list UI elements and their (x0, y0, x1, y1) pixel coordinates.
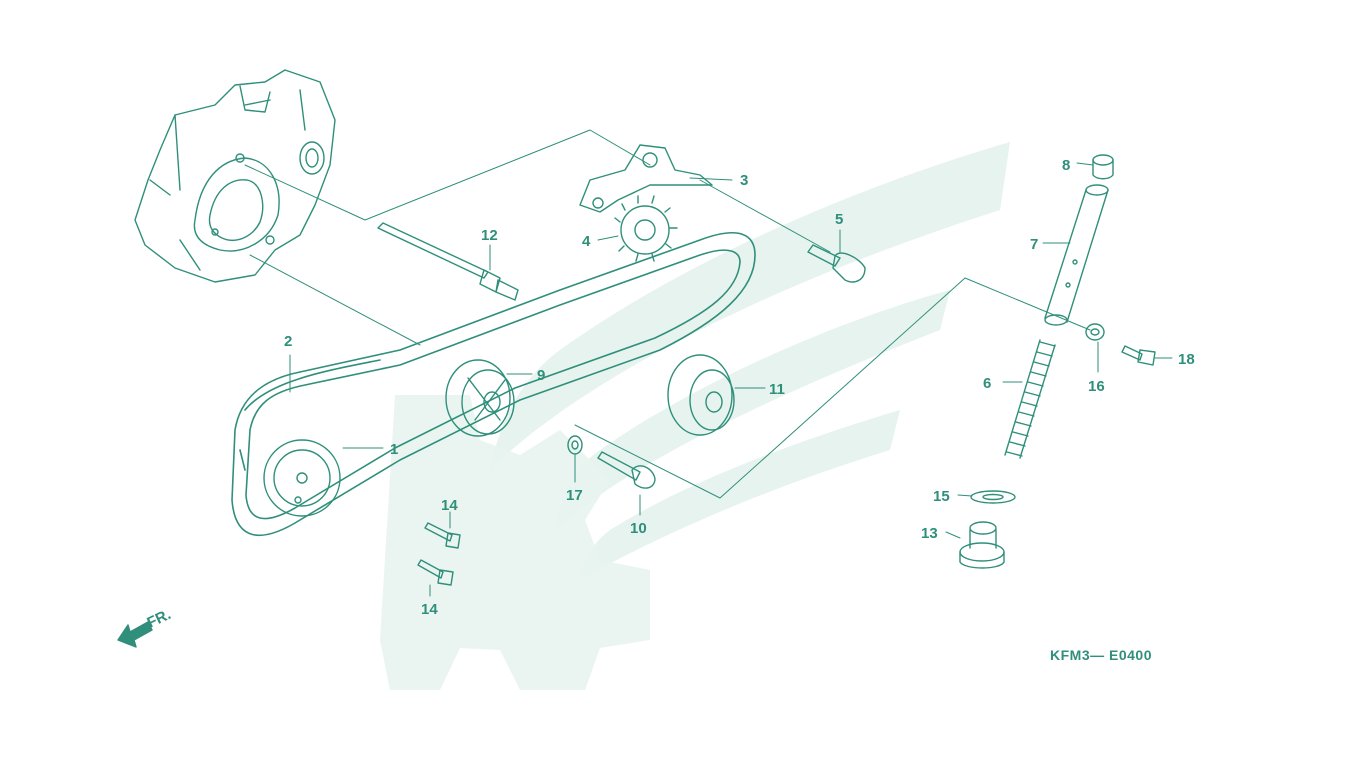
part-6-spring (1004, 339, 1056, 459)
callout-7: 7 (1030, 236, 1038, 253)
part-3-tensioner-arm (579, 144, 713, 213)
callout-12: 12 (481, 227, 498, 244)
part-4-sprocket (614, 195, 678, 262)
callout-11: 11 (769, 381, 785, 398)
callout-labels: 1 2 3 4 5 6 7 8 9 10 11 12 13 14 14 15 1… (145, 157, 1195, 663)
callout-15: 15 (933, 488, 950, 505)
part-2-cam-chain (231, 231, 756, 536)
callout-3: 3 (740, 172, 748, 189)
callout-5: 5 (835, 211, 843, 228)
callout-16: 16 (1088, 378, 1105, 395)
part-9-cam-sprocket (445, 359, 515, 437)
part-16-washer (1085, 323, 1105, 341)
exploded-view (117, 69, 1173, 648)
part-10-bolt (597, 451, 656, 489)
part-11-guide-roller (667, 354, 735, 436)
part-14-bolt-upper (424, 522, 461, 549)
diagram-code: KFM3— E0400 (1050, 647, 1152, 663)
callout-1: 1 (390, 441, 398, 458)
callout-10: 10 (630, 520, 647, 537)
callout-8: 8 (1062, 157, 1070, 174)
callout-14-upper: 14 (441, 497, 458, 514)
callout-6: 6 (983, 375, 991, 392)
callout-4: 4 (582, 233, 591, 250)
part-14-bolt-lower (417, 559, 454, 586)
callout-9: 9 (537, 367, 545, 384)
part-7-tensioner-lifter (1044, 184, 1109, 326)
callout-leaders (289, 162, 1173, 597)
part-15-sealing-washer (970, 490, 1016, 504)
leader-lines (244, 129, 1091, 499)
part-17-washer (567, 435, 583, 455)
watermark-logo (380, 142, 1010, 690)
part-18-bolt (1121, 345, 1156, 366)
part-1-drive-sprocket (263, 439, 341, 517)
callout-2: 2 (284, 333, 292, 350)
callout-18: 18 (1178, 351, 1195, 368)
part-12-shaft (377, 222, 519, 301)
part-5-bolt (807, 244, 866, 283)
front-direction-label: FR. (145, 606, 174, 632)
part-13-sealing-bolt (959, 521, 1005, 569)
callout-14-lower: 14 (421, 601, 438, 618)
callout-13: 13 (921, 525, 938, 542)
front-arrow-icon (117, 621, 153, 648)
part-8-cap (1092, 154, 1114, 180)
crankcase-drawing (134, 69, 336, 283)
callout-17: 17 (566, 487, 583, 504)
